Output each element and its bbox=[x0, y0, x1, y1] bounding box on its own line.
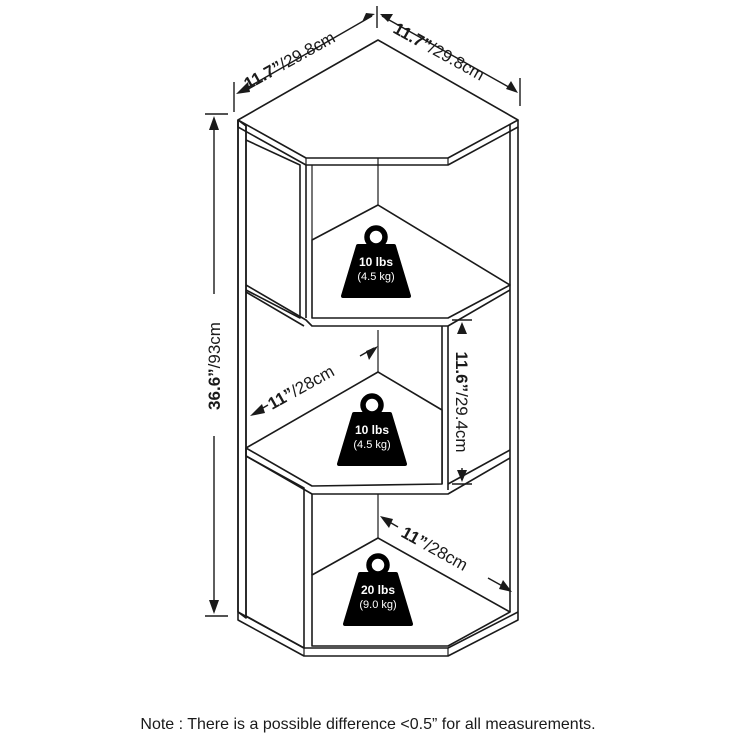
dimension-arrow-icon bbox=[457, 470, 467, 482]
shelf-body bbox=[237, 39, 519, 657]
dim-shelf-gap-in: 11.6” bbox=[452, 351, 471, 392]
dimension-arrow-icon bbox=[236, 82, 250, 94]
kettlebell-weight-icon bbox=[341, 225, 411, 298]
dimension-arrow-icon bbox=[499, 580, 512, 592]
dim-shelf-gap-cm: /29.4cm bbox=[452, 392, 471, 452]
weight-1-lbs: 10 lbs bbox=[359, 255, 393, 269]
dim-middle-depth-cm: /28cm bbox=[288, 362, 338, 401]
shelf-2 bbox=[245, 371, 443, 487]
left-side-panel bbox=[237, 119, 247, 619]
dimension-arrow-icon bbox=[362, 13, 375, 22]
dimension-height: 36.6”/93cm bbox=[205, 113, 228, 617]
dimension-arrow-icon bbox=[209, 116, 219, 130]
dimension-arrow-icon bbox=[457, 322, 467, 334]
dimension-arrow-icon bbox=[366, 346, 378, 360]
shelf-3 bbox=[311, 537, 511, 647]
dim-height-in: 36.6” bbox=[205, 368, 224, 410]
weight-1-kg: (4.5 kg) bbox=[357, 271, 394, 283]
shelf-1 bbox=[311, 204, 511, 319]
weight-badge-3: 20 lbs (9.0 kg) bbox=[343, 553, 413, 626]
svg-text:36.6”/93cm: 36.6”/93cm bbox=[205, 322, 224, 410]
dim-top-left-cm: /29.8cm bbox=[276, 28, 338, 74]
dim-height-cm: /93cm bbox=[205, 322, 224, 368]
dimension-arrow-icon bbox=[250, 404, 265, 416]
dimension-arrow-icon bbox=[380, 14, 393, 22]
svg-text:11.6”/29.4cm: 11.6”/29.4cm bbox=[452, 351, 471, 452]
top-board bbox=[237, 39, 519, 159]
weight-badge-1: 10 lbs (4.5 kg) bbox=[341, 225, 411, 298]
weight-3-kg: (9.0 kg) bbox=[359, 599, 396, 611]
dimension-arrow-icon bbox=[209, 600, 219, 614]
weight-2-kg: (4.5 kg) bbox=[353, 439, 390, 451]
measurement-note: Note : There is a possible difference <0… bbox=[140, 716, 596, 733]
kettlebell-weight-icon bbox=[337, 393, 407, 466]
weight-3-lbs: 20 lbs bbox=[361, 583, 395, 597]
weight-badge-2: 10 lbs (4.5 kg) bbox=[337, 393, 407, 466]
kettlebell-weight-icon bbox=[343, 553, 413, 626]
dimension-arrow-icon bbox=[506, 81, 518, 93]
dimension-shelf-gap: 11.6”/29.4cm bbox=[452, 319, 472, 485]
dimension-arrow-icon bbox=[380, 516, 393, 528]
weight-2-lbs: 10 lbs bbox=[355, 423, 389, 437]
